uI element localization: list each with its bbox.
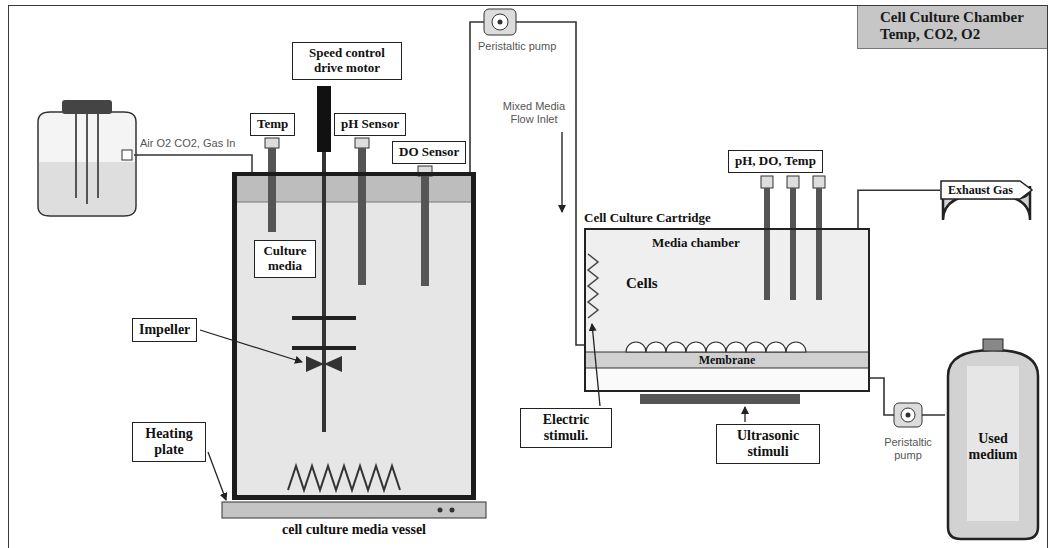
part-name: Media chamber	[652, 235, 740, 251]
cartridge-interior	[586, 230, 868, 390]
box-label: pH, DO, Temp	[735, 154, 816, 169]
medium-tank: Used medium	[945, 336, 1041, 541]
label-box: Ultrasonic stimuli	[716, 424, 820, 464]
box-label: Exhaust Gas	[948, 183, 1013, 197]
tube-line	[858, 190, 940, 228]
culture-cartridge: Cell Culture CartridgeMedia chamberCells…	[584, 228, 870, 392]
box-label: DO Sensor	[399, 145, 459, 160]
part-name: Membrane	[586, 353, 868, 367]
label-box: Speed control drive motor	[292, 42, 402, 80]
box-label: pH Sensor	[341, 117, 399, 132]
box-label: Used medium	[945, 431, 1041, 463]
box-label: Temp	[257, 117, 288, 132]
tube-line	[470, 22, 584, 345]
cartridge-probes	[761, 176, 825, 300]
flow-arrow	[561, 132, 563, 212]
box-label: Ultrasonic stimuli	[723, 428, 813, 460]
leader-line	[208, 452, 226, 500]
sensor-box: Temp	[250, 113, 295, 136]
impeller-symbol	[292, 316, 356, 372]
peristaltic-pump	[484, 9, 516, 35]
chamber-title: Cell Culture Chamber Temp, CO2, O2	[857, 6, 1047, 49]
gas-bottle	[38, 100, 136, 216]
electrode-symbol	[588, 254, 598, 318]
cell-symbol	[626, 342, 806, 352]
exhaust-arrow: Exhaust Gas	[940, 180, 1033, 200]
leader-line	[744, 407, 745, 422]
chamber-frame: Cell Culture Chamber Temp, CO2, O2 Speed …	[8, 5, 1048, 548]
media-vessel: cell culture media vesselCulture media	[232, 172, 476, 500]
sensor-box: pH Sensor	[334, 113, 406, 136]
part-label: Peristaltic pump	[876, 436, 940, 462]
peristaltic-pump	[894, 403, 922, 427]
heating-plate	[222, 502, 486, 518]
leader-line	[592, 324, 600, 406]
ultrasonic-transducer	[640, 394, 800, 404]
label-box: Culture media	[254, 240, 316, 278]
box-label: Culture media	[261, 244, 309, 274]
leader-line	[200, 330, 302, 362]
label-box: Electric stimuli.	[520, 408, 612, 448]
label-box: Impeller	[132, 318, 197, 342]
box-label: Speed control drive motor	[299, 46, 395, 76]
sensor-box: pH, DO, Temp	[728, 150, 823, 173]
label-box: Heating plate	[132, 422, 206, 462]
part-label: Air O2 CO2, Gas In	[140, 137, 235, 150]
box-label: Heating plate	[139, 426, 199, 458]
part-name: Cells	[626, 275, 658, 292]
part-label: Peristaltic pump	[478, 40, 556, 53]
sensor-box: DO Sensor	[392, 141, 466, 164]
vessel-title: cell culture media vessel	[232, 522, 476, 538]
drive-motor	[317, 86, 331, 432]
part-label: Mixed Media Flow Inlet	[498, 100, 570, 126]
box-label: Electric stimuli.	[527, 412, 605, 444]
heating-coil	[288, 466, 400, 490]
part-name: Cell Culture Cartridge	[584, 210, 711, 226]
box-label: Impeller	[139, 322, 190, 338]
